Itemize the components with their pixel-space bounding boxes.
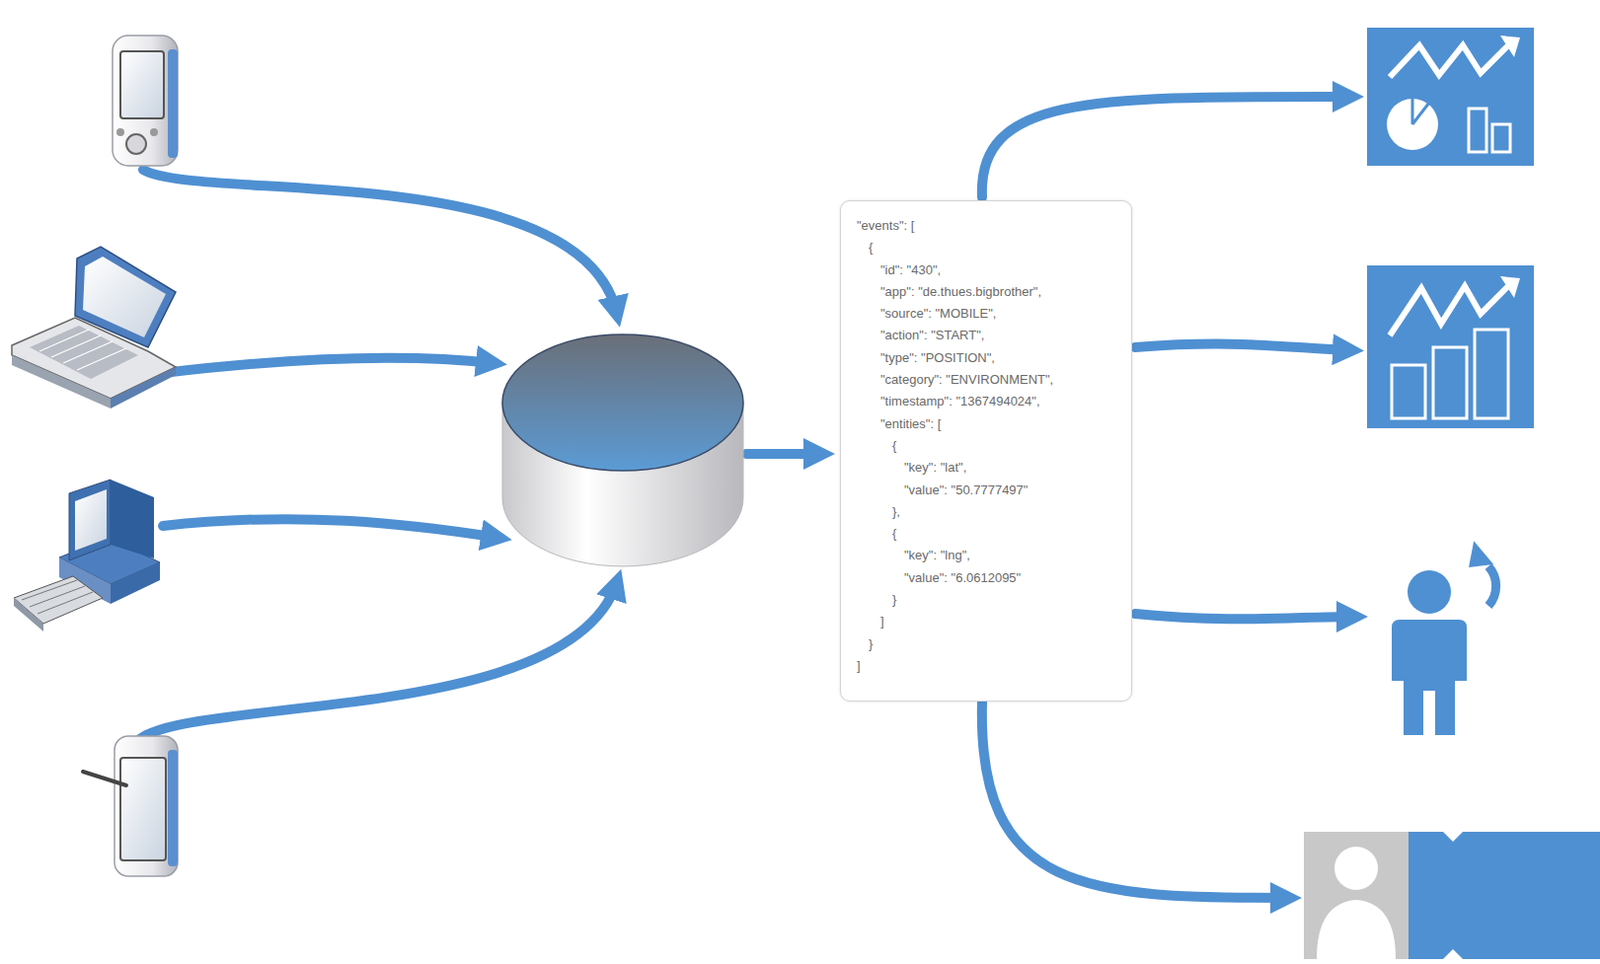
json-line: "value": "50.7777497" — [856, 479, 1120, 502]
json-line: } — [856, 633, 1120, 656]
pda-icon — [112, 35, 178, 166]
json-line: "id": "430", — [856, 259, 1120, 282]
json-line: "key": "lat", — [856, 457, 1120, 479]
profile-panel — [1303, 832, 1600, 960]
json-event-box: "events": [{"id": "430","app": "de.thues… — [839, 200, 1133, 702]
json-line: { — [856, 236, 1120, 259]
tablet-icon — [82, 736, 178, 877]
json-line: "source": "MOBILE", — [856, 303, 1120, 325]
json-line: "key": "lng", — [856, 544, 1120, 567]
laptop-icon — [11, 246, 176, 409]
database-cylinder — [502, 334, 744, 567]
json-line: { — [856, 523, 1120, 545]
chart-icon — [1367, 27, 1534, 166]
json-line: ] — [856, 655, 1120, 678]
json-line: "timestamp": "1367494024", — [856, 390, 1120, 413]
json-line: } — [856, 589, 1120, 611]
json-line: "app": "de.thues.bigbrother", — [856, 281, 1120, 304]
json-line: { — [856, 435, 1120, 458]
json-line: "category": "ENVIRONMENT", — [856, 369, 1120, 391]
json-line: "entities": [ — [856, 413, 1120, 436]
json-line: "type": "POSITION", — [856, 347, 1120, 370]
user-icon — [1391, 537, 1497, 736]
flow-arrows — [133, 96, 1355, 899]
json-line: "events": [ — [856, 215, 1120, 237]
json-line: }, — [856, 501, 1120, 524]
bar-chart-icon — [1367, 265, 1534, 429]
desktop-icon — [13, 479, 160, 632]
json-line: "action": "START", — [856, 324, 1120, 347]
json-line: ] — [856, 610, 1120, 633]
json-line: "value": "6.0612095" — [856, 567, 1120, 590]
